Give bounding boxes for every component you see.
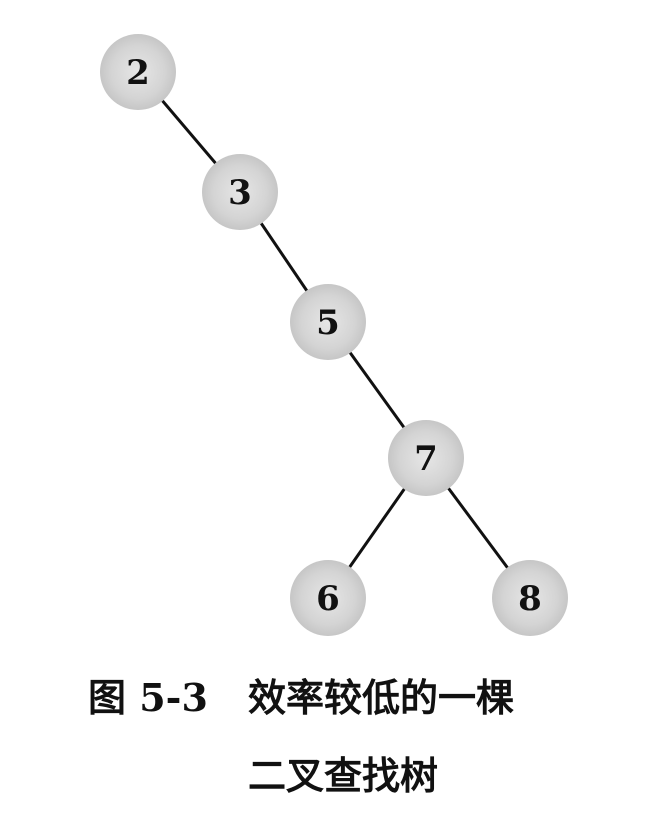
tree-node-7: 7 [388, 420, 464, 496]
tree-node-2: 2 [100, 34, 176, 110]
figure-caption-continued: 二叉查找树 [248, 742, 438, 802]
node-circle [202, 154, 278, 230]
node-circle [388, 420, 464, 496]
nodes: 2 3 5 7 6 8 [100, 34, 568, 636]
tree-node-8: 8 [492, 560, 568, 636]
node-circle [100, 34, 176, 110]
figure-number: 图 5-3 [88, 674, 208, 720]
tree-node-5: 5 [290, 284, 366, 360]
node-circle [290, 284, 366, 360]
caption-text-line-1: 效率较低的一棵 [248, 674, 515, 720]
node-circle [290, 560, 366, 636]
node-label: 7 [414, 439, 438, 479]
figure-caption: 图 5-3 效率较低的一棵 [88, 664, 514, 724]
node-label: 5 [316, 303, 340, 343]
tree-node-3: 3 [202, 154, 278, 230]
caption-text-line-2: 二叉查找树 [248, 752, 439, 798]
node-label: 2 [126, 53, 150, 93]
tree-node-6: 6 [290, 560, 366, 636]
node-label: 8 [518, 579, 542, 619]
node-label: 3 [228, 173, 252, 213]
node-circle [492, 560, 568, 636]
node-label: 6 [316, 579, 340, 619]
binary-search-tree-diagram: 2 3 5 7 6 8 [100, 34, 568, 636]
